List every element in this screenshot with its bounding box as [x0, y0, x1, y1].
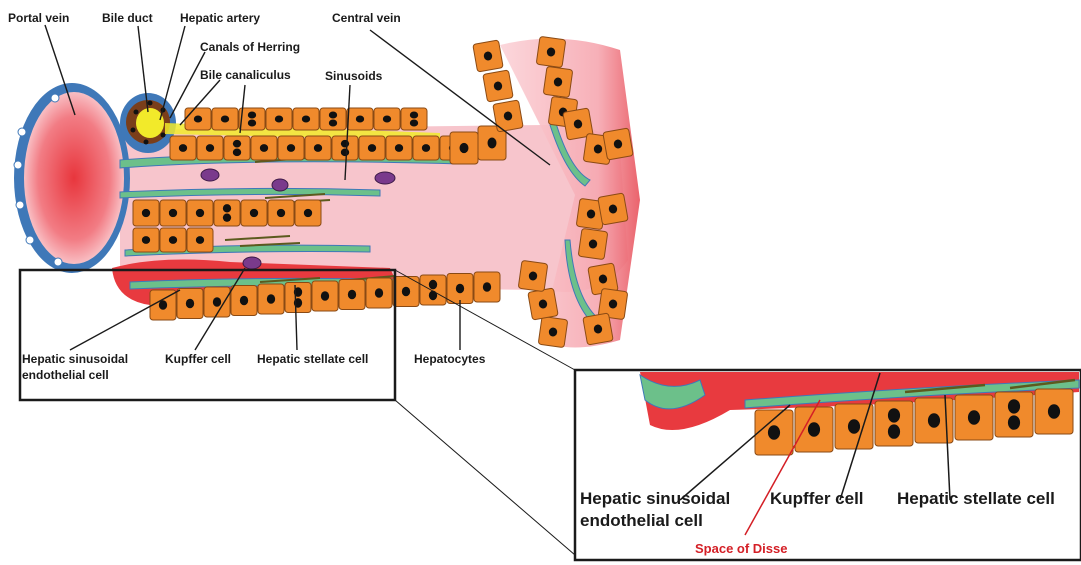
hepatocyte-cell	[474, 272, 500, 302]
label-hsec-1: Hepatic sinusoidal	[22, 352, 128, 366]
hepatocyte-cell	[339, 280, 365, 310]
hepatocyte-cell	[538, 316, 568, 347]
hepatocyte-cell	[386, 136, 412, 160]
hepatocyte-cell	[413, 136, 439, 160]
label-portal-vein: Portal vein	[8, 11, 69, 25]
hepatocyte-cell	[241, 200, 267, 226]
hepatocyte-cell	[583, 313, 613, 345]
inset-label-hsec-1: Hepatic sinusoidal	[580, 489, 730, 508]
hepatocyte-cell	[875, 401, 913, 446]
hepatocyte-cell	[795, 407, 833, 452]
hepatocyte-cell	[473, 40, 503, 72]
hepatocyte-cell	[578, 228, 608, 259]
hepatocyte-cell	[493, 100, 523, 132]
hepatocyte-cell	[447, 274, 473, 304]
hepatocyte-cell	[312, 281, 338, 311]
label-hsec-2: endothelial cell	[22, 368, 109, 382]
hepatocyte-cell	[204, 287, 230, 317]
hepatocyte-cell	[295, 200, 321, 226]
hepatocyte-cell	[518, 260, 548, 291]
hepatocyte-cell	[536, 36, 566, 67]
label-stellate: Hepatic stellate cell	[257, 352, 368, 366]
hepatocyte-cell	[1035, 389, 1073, 434]
hepatocyte-cell	[266, 108, 292, 130]
hepatocyte-cell	[268, 200, 294, 226]
hepatocyte-cell	[170, 136, 196, 160]
hepatocyte-cell	[224, 136, 250, 160]
hepatocyte-cell	[332, 136, 358, 160]
hepatocyte-cell	[187, 200, 213, 226]
hepatocyte-cell	[160, 228, 186, 252]
hepatocyte-cell	[185, 108, 211, 130]
label-central-vein: Central vein	[332, 11, 401, 25]
hepatocyte-cell	[995, 392, 1033, 437]
hepatocyte-cell	[401, 108, 427, 130]
hepatocyte-cell	[133, 200, 159, 226]
hepatocyte-cell	[177, 289, 203, 319]
hepatocyte-cell	[528, 288, 558, 320]
hepatocyte-cell	[187, 228, 213, 252]
hepatocyte-cell	[251, 136, 277, 160]
hepatocyte-cell	[278, 136, 304, 160]
hepatocyte-cell	[420, 275, 446, 305]
label-hepatocytes: Hepatocytes	[414, 352, 486, 366]
hepatocyte-cell	[285, 283, 311, 313]
portal-vein	[14, 83, 130, 273]
hepatocyte-cell	[305, 136, 331, 160]
hepatocyte-cell	[543, 66, 573, 97]
label-sinusoids: Sinusoids	[325, 69, 383, 83]
hepatocyte-cell	[359, 136, 385, 160]
hepatocyte-cell	[133, 228, 159, 252]
label-canals-of-herring: Canals of Herring	[200, 40, 300, 54]
label-kupffer: Kupffer cell	[165, 352, 231, 366]
hepatocyte-cell	[483, 70, 513, 102]
hepatocyte-cell	[258, 284, 284, 314]
hepatocyte-cell	[374, 108, 400, 130]
hepatocyte-cell	[212, 108, 238, 130]
hepatocyte-cell	[598, 193, 628, 225]
hepatocyte-cell	[450, 132, 478, 164]
bile-duct	[120, 93, 176, 153]
inset-label-hsec-2: endothelial cell	[580, 511, 703, 530]
inset-label-space-of-disse: Space of Disse	[695, 541, 788, 556]
hepatocyte-cell	[160, 200, 186, 226]
hepatocyte-cell	[214, 200, 240, 226]
inset-label-stellate: Hepatic stellate cell	[897, 489, 1055, 508]
hepatocyte-cell	[955, 395, 993, 440]
inset-label-kupffer: Kupffer cell	[770, 489, 864, 508]
hepatocyte-cell	[347, 108, 373, 130]
label-bile-canaliculus: Bile canaliculus	[200, 68, 291, 82]
hepatocyte-cell	[755, 410, 793, 455]
hepatocyte-cell	[835, 404, 873, 449]
hepatocyte-cell	[603, 128, 633, 160]
hepatocyte-cell	[366, 278, 392, 308]
hepatocyte-cell	[231, 286, 257, 316]
hepatocyte-cell	[197, 136, 223, 160]
label-hepatic-artery: Hepatic artery	[180, 11, 260, 25]
label-bile-duct: Bile duct	[102, 11, 153, 25]
hepatocyte-cell	[293, 108, 319, 130]
inset-panel	[575, 370, 1081, 560]
hepatocyte-cell	[320, 108, 346, 130]
